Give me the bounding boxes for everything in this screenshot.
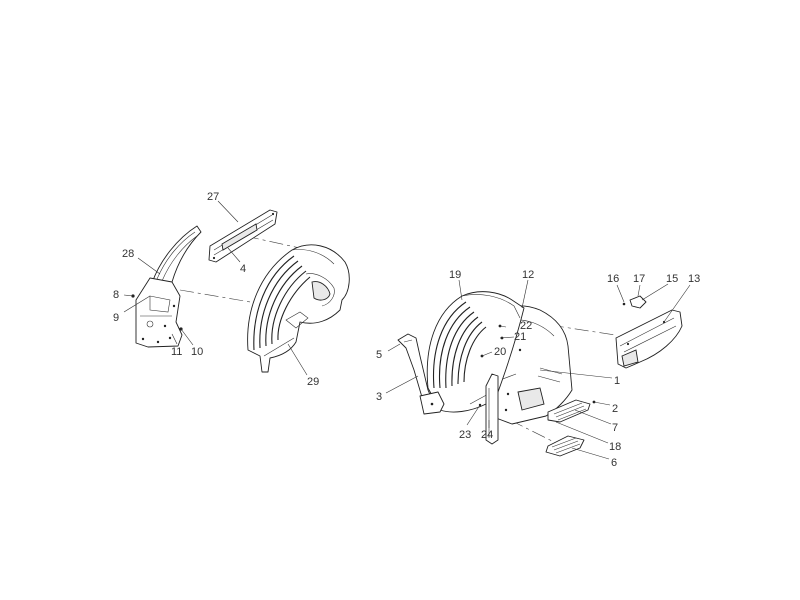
callout-18: 18 [609,441,621,453]
callout-17: 17 [633,273,645,285]
callout-4: 4 [240,263,246,275]
callout-3: 3 [376,391,382,403]
callout-2: 2 [612,403,618,415]
callout-10: 10 [191,346,203,358]
callout-23: 23 [459,429,471,441]
callout-20: 20 [494,346,506,358]
callout-16: 16 [607,273,619,285]
left-assembly [131,209,350,373]
part-16-screw [622,302,626,306]
callout-28: 28 [122,248,134,260]
leader-lines [123,200,691,460]
callout-27: 27 [207,191,219,203]
callout-21: 21 [514,331,526,343]
callout-5: 5 [376,349,382,361]
part-7-step-plate [547,399,591,423]
callout-7: 7 [612,422,618,434]
callout-22: 22 [520,320,532,332]
part-17-clip [629,295,647,309]
callout-11: 11 [171,346,182,358]
part-28-splash-shield [151,225,202,284]
callout-15: 15 [666,273,678,285]
right-assembly [397,291,683,457]
callout-24: 24 [481,429,493,441]
callout-labels: 27 4 28 8 9 11 10 29 19 12 22 21 20 5 3 … [113,191,700,469]
callout-1: 1 [614,375,620,387]
part-9-bracket-panel [135,277,183,348]
callout-13: 12 [522,269,534,281]
callout-9: 9 [113,312,119,324]
callout-19: 19 [449,269,461,281]
callout-8: 8 [113,289,119,301]
callout-12: 13 [688,273,700,285]
callout-29: 29 [307,376,319,388]
callout-6: 6 [611,457,617,469]
